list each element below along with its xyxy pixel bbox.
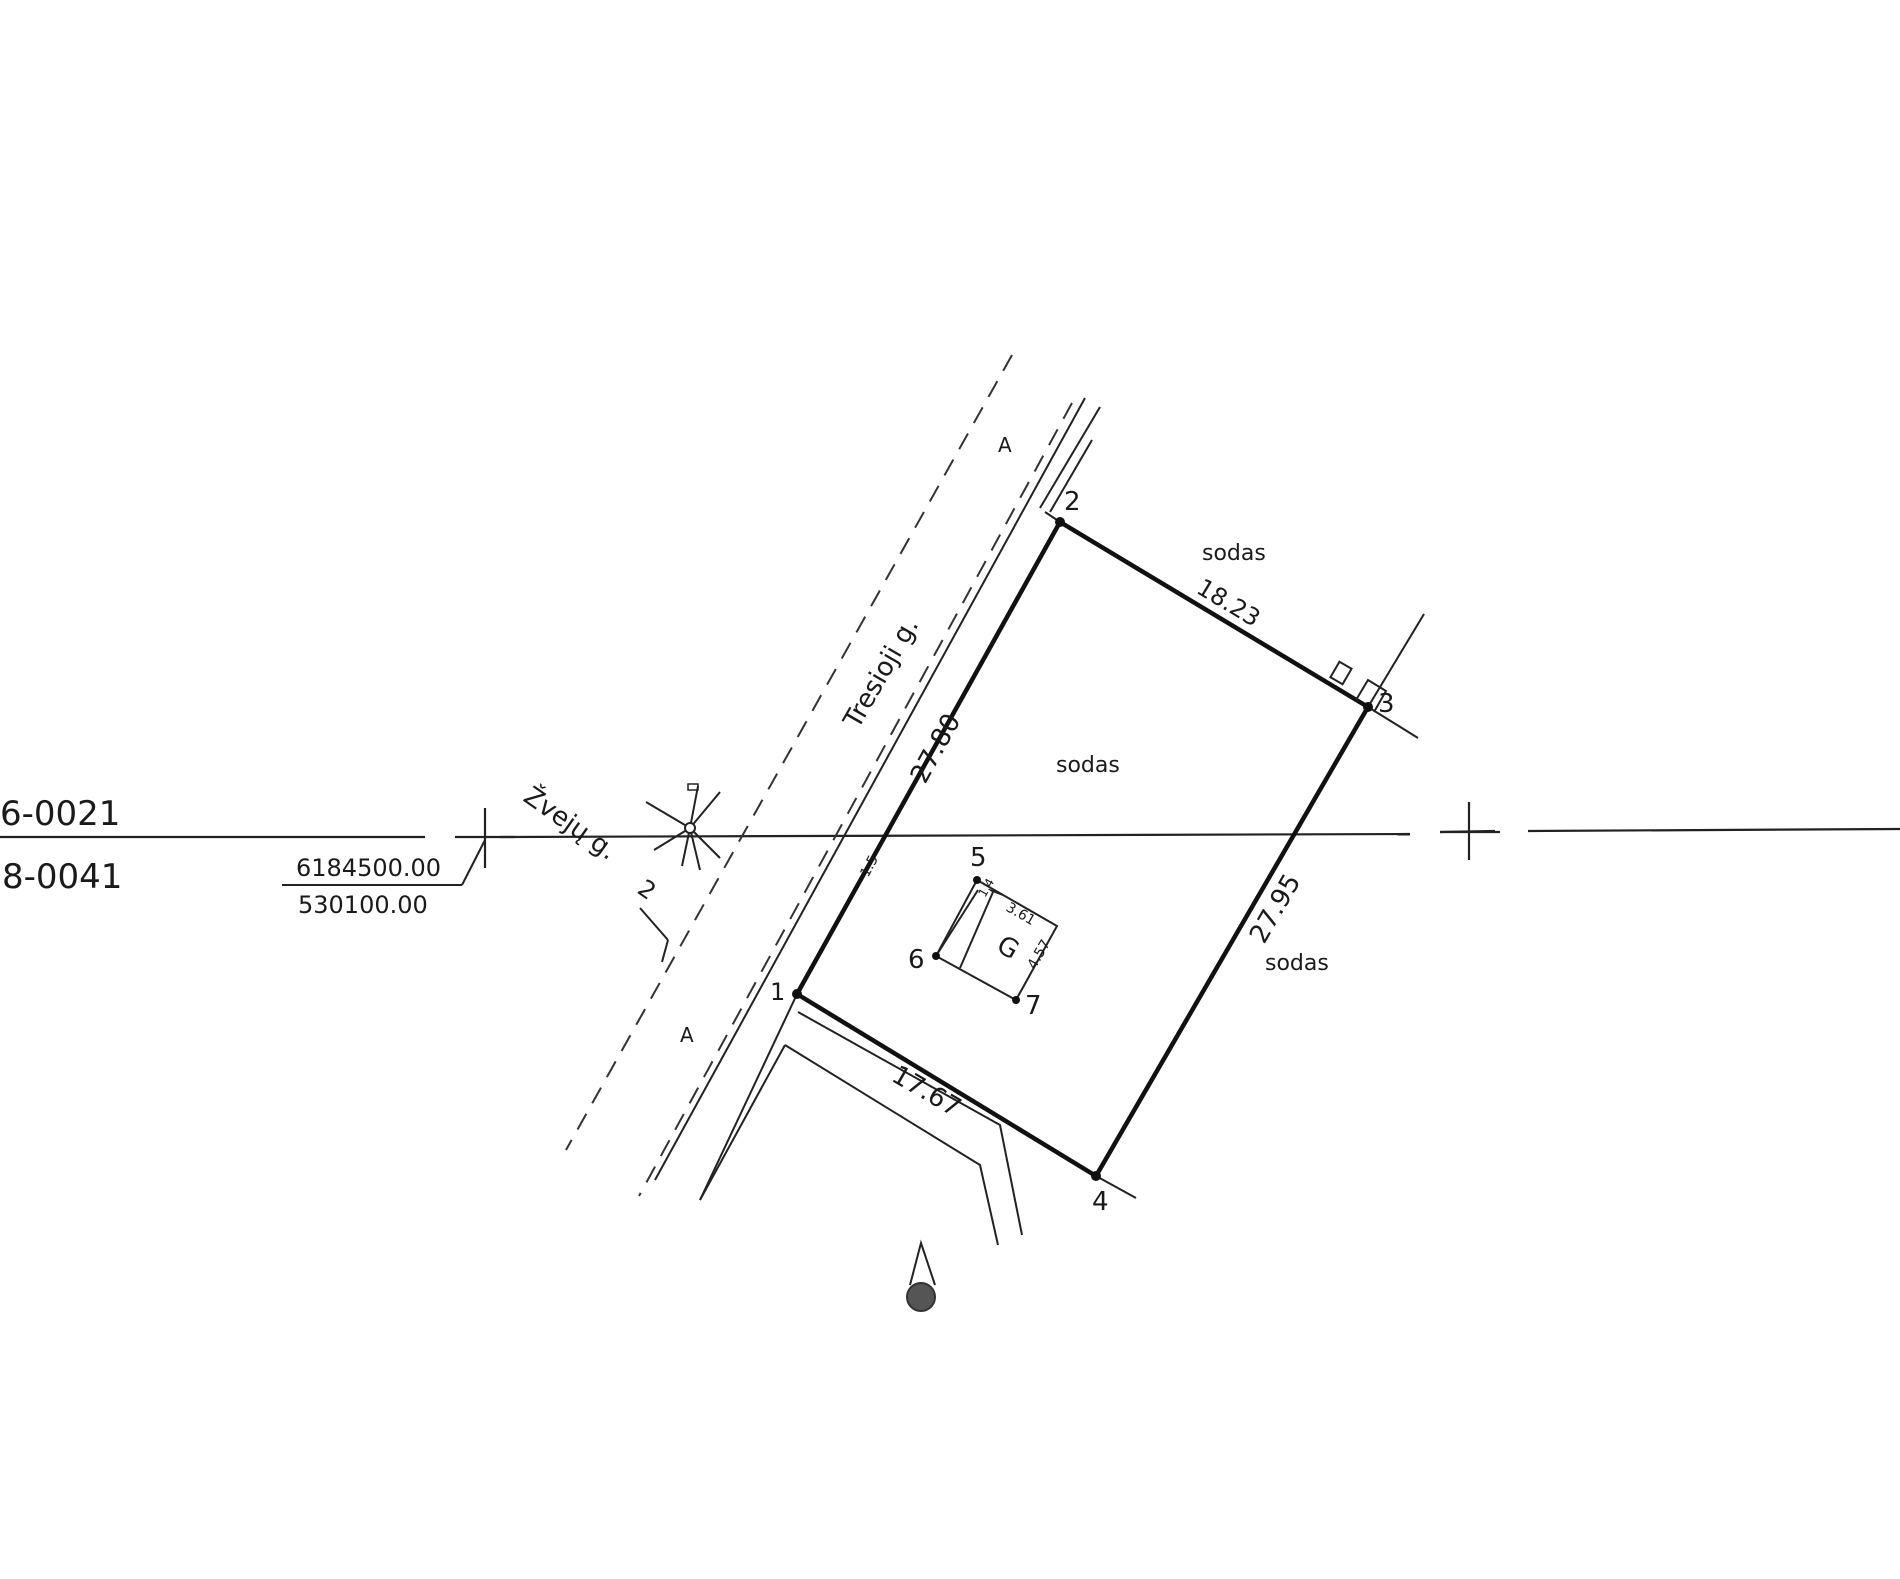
side-street-lines xyxy=(639,907,669,963)
point-label-4: 4 xyxy=(1092,1187,1109,1217)
grid-cross-left xyxy=(455,808,515,868)
sheet-number-upper: 6-0021 xyxy=(0,794,120,834)
land-use-east: sodas xyxy=(1265,951,1329,976)
coordinate-y: 530100.00 xyxy=(298,891,428,919)
point-label-6: 6 xyxy=(908,945,925,975)
point-label-7: 7 xyxy=(1025,991,1042,1021)
street-number-side: 2 xyxy=(633,874,662,906)
grid-line xyxy=(0,827,1900,839)
zone-label-lower: A xyxy=(680,1023,694,1047)
dimension-1-2: 27.80 xyxy=(905,709,967,789)
neighbor-outline xyxy=(699,991,1023,1246)
street-name-main: Tresioji g. xyxy=(838,613,926,735)
north-arrow-icon xyxy=(906,1239,936,1312)
point-label-1: 1 xyxy=(770,978,785,1006)
building-code: G xyxy=(992,930,1024,966)
point-dot-7 xyxy=(1012,996,1020,1004)
dimension-building-width: 3.61 xyxy=(1003,900,1038,929)
zone-label-upper: A xyxy=(998,433,1012,457)
grid-cross-right xyxy=(1440,802,1500,860)
small-box xyxy=(1329,660,1353,686)
dimension-building-depth: 4.57 xyxy=(1025,937,1054,972)
point-label-3: 3 xyxy=(1378,689,1395,719)
point-dot-4 xyxy=(1091,1171,1101,1181)
sheet-number-lower: 8-0041 xyxy=(2,857,122,897)
parcel-boundary xyxy=(793,518,1372,1180)
land-use-north: sodas xyxy=(1202,541,1266,566)
point-dot-6 xyxy=(932,952,940,960)
survey-points xyxy=(792,517,1373,1181)
street-boundary xyxy=(565,354,1073,1197)
point-dot-5 xyxy=(973,876,981,884)
point-label-2: 2 xyxy=(1064,487,1081,517)
point-dot-2 xyxy=(1055,517,1065,527)
point-dot-3 xyxy=(1363,702,1373,712)
point-label-5: 5 xyxy=(970,843,987,873)
street-name-side: Žvejų g. xyxy=(518,780,623,867)
road-edge xyxy=(654,397,1101,1181)
corner-extensions xyxy=(1044,511,1425,1199)
survey-marker-symbol xyxy=(645,783,721,871)
coordinate-leader xyxy=(282,839,486,886)
point-dot-1 xyxy=(792,989,802,999)
coordinate-x: 6184500.00 xyxy=(296,854,441,882)
land-use-center: sodas xyxy=(1056,753,1120,778)
